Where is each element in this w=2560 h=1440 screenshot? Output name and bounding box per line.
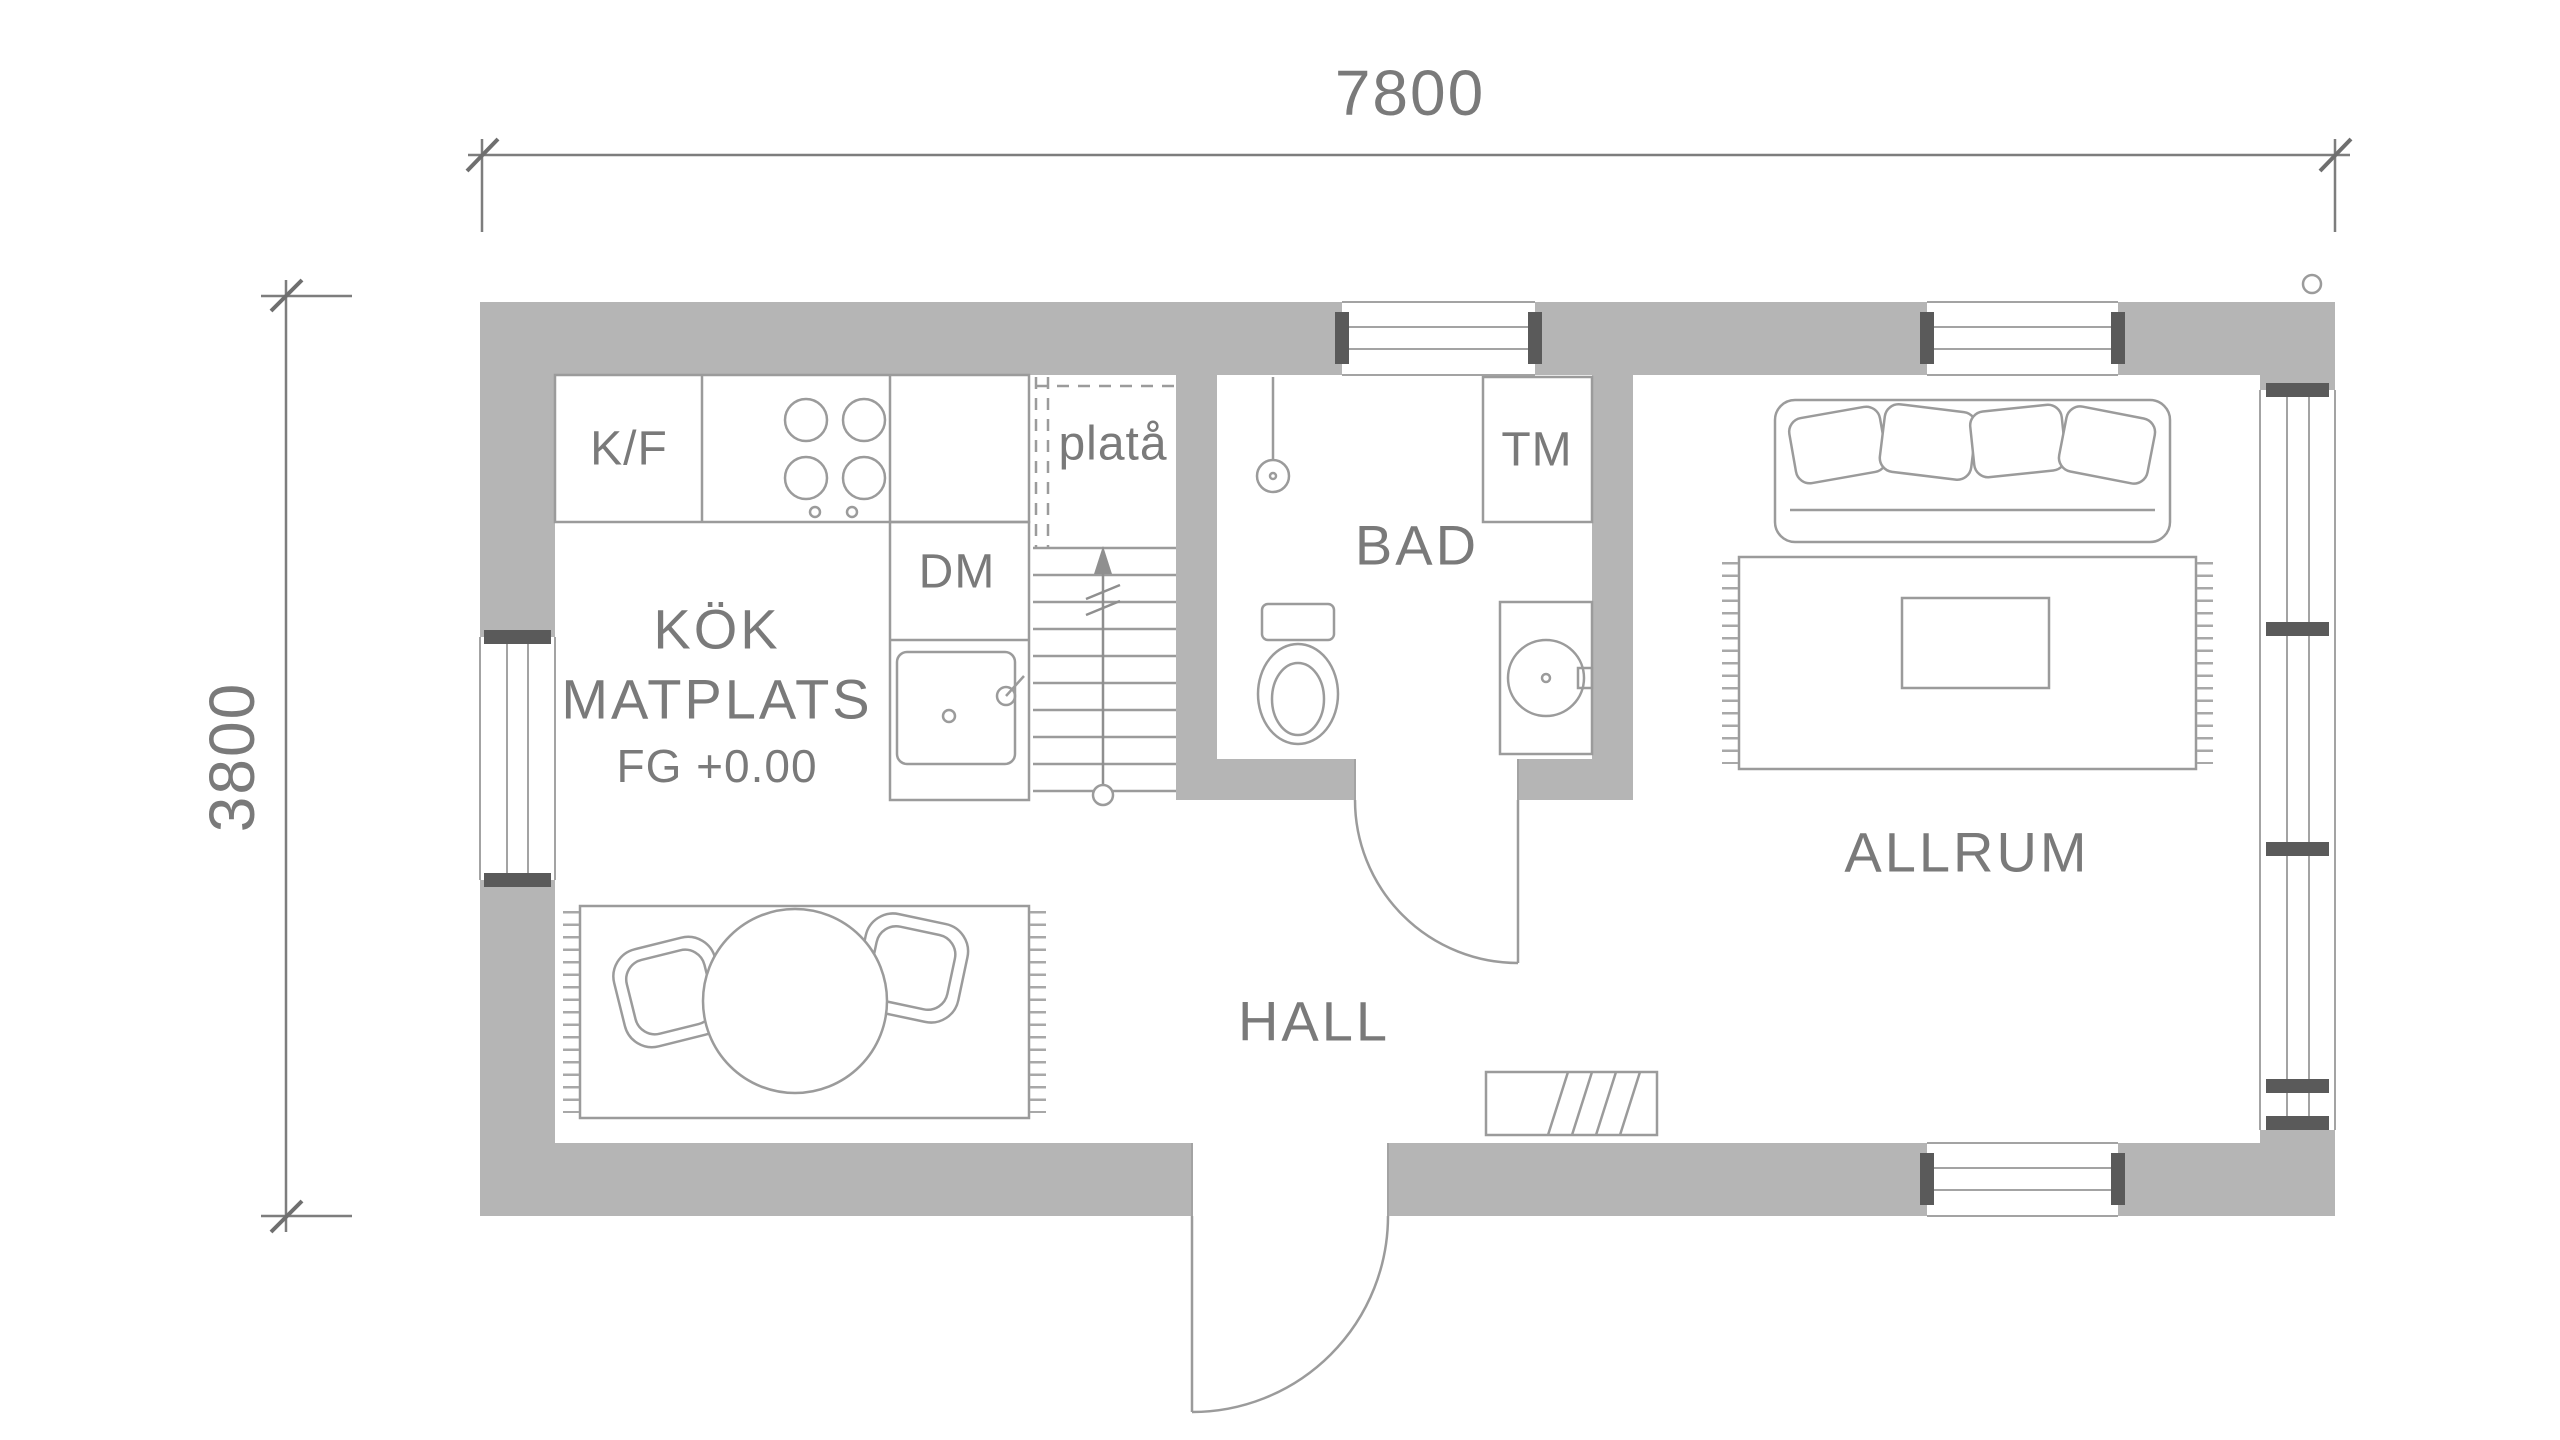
bathroom-fixtures: TM BAD [1255,375,1594,756]
dining-set [563,904,1046,1120]
toilet-icon [1256,602,1340,746]
wall-bath-bottom-right [1518,759,1633,800]
entry-door-swing [1190,1215,1390,1414]
sofa [1773,398,2172,544]
counter-dividers [700,375,892,522]
stair-break-symbol [1085,583,1121,617]
reference-marker [2301,273,2323,295]
window-right-glazing [2259,383,2336,1130]
kitchen-counter: K/F DM [553,373,1031,802]
bathroom-door [1353,799,1520,965]
entry-door [1190,1215,1390,1414]
window-left [479,630,556,887]
window-bottom-living [1920,1142,2125,1217]
kitchen-label-line1: KÖK [653,598,780,661]
living-room-label: ALLRUM [1844,821,2089,884]
living-room-rug [1722,555,2213,771]
entry-opening [1191,1143,1389,1216]
window-top-living [1920,301,2125,376]
washbasin-icon [1498,600,1594,756]
dimension-left-lines [261,280,352,1232]
wall-stairs-bath [1176,375,1217,800]
kitchen-sink-icon [895,650,1025,766]
washing-machine-box [1481,375,1594,524]
hall-label: HALL [1238,990,1390,1053]
wall-bath-bottom-left [1176,759,1355,800]
dining-table [701,907,889,1095]
stairs: platå [1033,377,1176,807]
wall-bath-right [1592,375,1633,800]
kitchen-label-line2: MATPLATS [561,668,872,731]
dimension-left-ticks [269,278,304,1234]
dimension-height-label: 3800 [196,682,268,832]
stair-landing-label: platå [1058,418,1167,471]
dimension-top: 7800 [465,57,2353,232]
dishwasher-label: DM [919,546,996,599]
stove-icon [783,397,887,519]
stair-landing-dashed [1034,377,1176,548]
kitchen-labels: KÖK MATPLATS FG +0.00 [561,598,872,793]
counter-side-run [888,520,1031,802]
shower-mixer-icon [1255,377,1291,494]
dimension-top-ticks [465,137,2353,173]
coffee-table [1900,596,2051,690]
stair-start-marker [1091,783,1115,807]
bathroom-door-swing [1353,799,1520,965]
fridge-freezer-label: K/F [590,423,668,476]
stair-treads [1033,546,1176,793]
kitchen-floor-level-label: FG +0.00 [616,740,817,792]
dining-rug [563,904,1046,1120]
windows [479,301,2336,1217]
shoe-bench [1484,1070,1659,1137]
stair-direction-arrowhead [1094,546,1112,574]
dimension-width-label: 7800 [1335,57,1485,129]
bath-door-opening [1354,759,1519,800]
window-top-bath [1335,301,1542,376]
dimension-left: 3800 [196,278,352,1234]
counter-top-run [553,373,1031,524]
interior-walls [1176,375,1633,800]
dimension-top-lines [468,139,2350,232]
washing-machine-label: TM [1501,424,1572,477]
bathroom-label: BAD [1355,514,1479,577]
